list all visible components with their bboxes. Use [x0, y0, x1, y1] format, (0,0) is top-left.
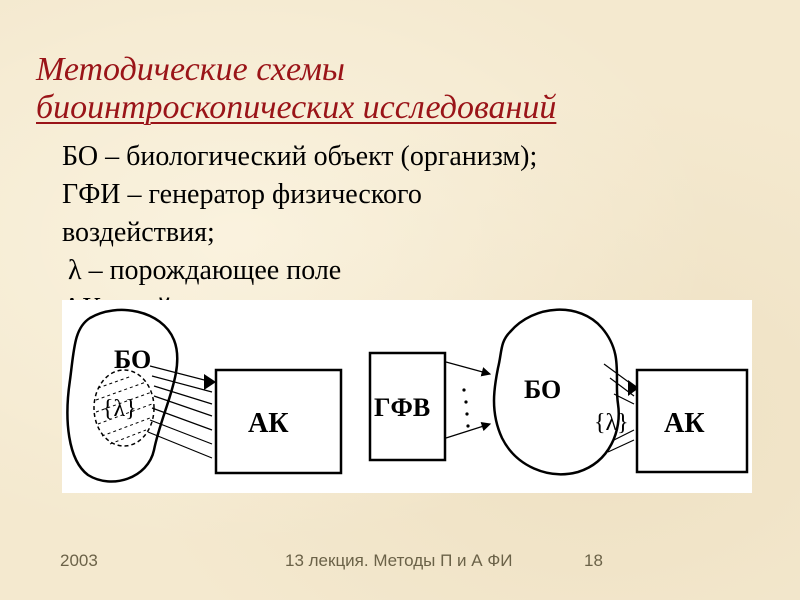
diagram-svg: БО {λ} АК ГФВ — [66, 308, 749, 483]
left-bo-label: БО — [114, 345, 151, 374]
right-scheme: ГФВ БО {λ} АК — [368, 308, 749, 476]
left-organism-blob — [66, 308, 179, 483]
generator-label: ГФВ — [374, 393, 430, 422]
right-ak-label: АК — [664, 408, 705, 439]
footer-page-number: 18 — [584, 551, 603, 570]
generator-box — [368, 351, 447, 462]
legend-line-gfi-cont: воздействия; — [62, 217, 215, 248]
left-radiation-rays — [147, 365, 213, 459]
footer-year: 2003 — [60, 551, 98, 570]
right-field-label: {λ} — [594, 410, 629, 436]
legend-line-gfi: ГФИ – генератор физического — [62, 179, 422, 210]
left-arrow-head — [204, 374, 216, 390]
legend-line-lambda: λ – порождающее поле — [68, 255, 342, 286]
legend-line-bo: БО – биологический объект (организм); — [62, 141, 538, 172]
right-bo-label: БО — [524, 375, 561, 404]
slide-title-line-1: Методические схемы — [36, 51, 345, 88]
generator-dots — [462, 388, 470, 428]
right-arrow-head — [628, 380, 639, 396]
diagram-panel: БО {λ} АК ГФВ — [62, 300, 752, 493]
left-field-hatching — [95, 375, 153, 445]
right-organism-blob — [492, 308, 620, 476]
left-ak-label: АК — [248, 408, 289, 439]
left-receiver-box — [214, 368, 343, 475]
left-scheme: БО {λ} АК — [66, 308, 343, 483]
left-field-region — [93, 369, 155, 447]
legend-text: БО – биологический объект (организм); ГФ… — [62, 138, 762, 312]
generator-emission-lines — [445, 361, 492, 439]
slide-title-line-2: биоинтроскопических исследований — [36, 89, 557, 126]
footer-lecture-title: 13 лекция. Методы П и А ФИ — [285, 551, 513, 570]
right-receiver-box — [635, 368, 749, 474]
left-field-label: {λ} — [102, 396, 137, 422]
